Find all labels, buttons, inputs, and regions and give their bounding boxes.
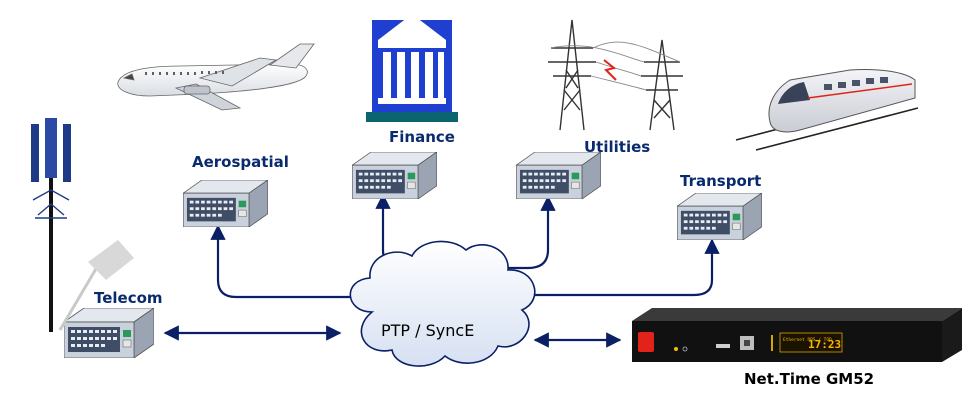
power-pylon-icon (548, 19, 683, 131)
arrow-transport (496, 238, 720, 303)
cell-tower-icon (31, 118, 134, 332)
airplane-icon (117, 43, 315, 111)
device-small-label: Ethernet PPS / TOD (783, 337, 832, 343)
train-icon (735, 69, 919, 151)
label-telecom: Telecom (94, 289, 163, 307)
switch-telecom (64, 308, 154, 358)
switch-transport (677, 193, 762, 240)
label-transport: Transport (680, 172, 762, 190)
switch-finance (352, 152, 437, 199)
device-label: Net.Time GM52 (744, 370, 875, 388)
switch-aerospatial (183, 180, 268, 227)
connection-arrows (163, 193, 720, 348)
device-time-display: 17:23 (808, 338, 841, 351)
arrow-aerospatial (210, 224, 372, 305)
label-utilities: Utilities (584, 138, 651, 156)
cloud-label: PTP / SyncE (381, 321, 475, 340)
net-time-gm52-device: Ethernet PPS / TOD 17:23 (632, 308, 962, 362)
label-finance: Finance (389, 128, 455, 146)
device-logo (638, 332, 654, 352)
bank-icon (366, 14, 458, 122)
ptp-cloud (349, 240, 536, 367)
label-aerospatial: Aerospatial (192, 153, 289, 171)
usb-port-icon (716, 344, 730, 348)
switch-utilities (516, 152, 601, 199)
